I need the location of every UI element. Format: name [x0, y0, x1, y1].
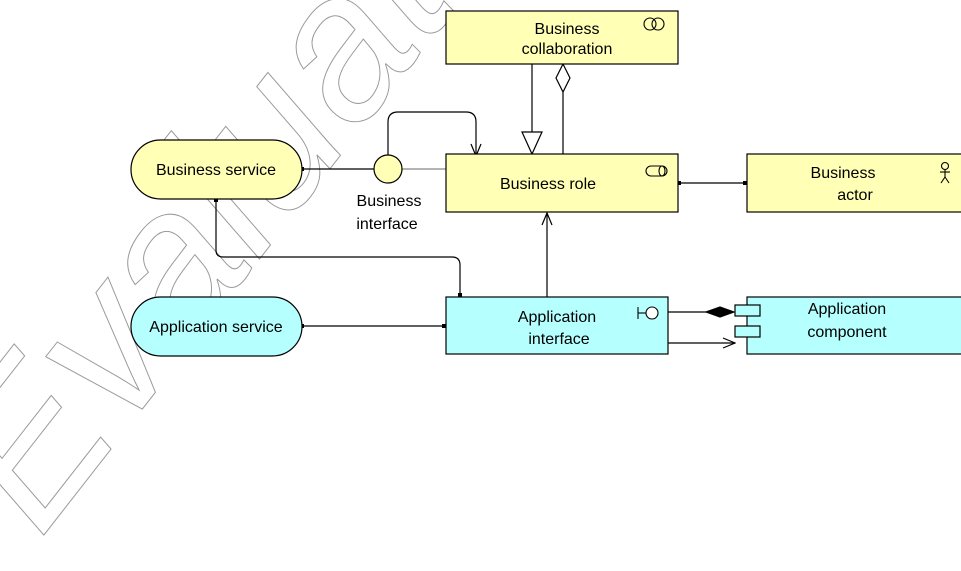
connector-endpoint	[442, 324, 446, 328]
application-interface-label-1: Application	[518, 309, 596, 326]
specialization-triangle	[521, 131, 543, 156]
application-component-label-1: Application	[808, 301, 886, 318]
business-actor-label-2: actor	[837, 187, 873, 204]
application-interface-label-2: interface	[528, 331, 589, 348]
business-actor-node[interactable]: Business actor	[746, 153, 961, 213]
business-role-node[interactable]: Business role	[445, 153, 679, 213]
application-component-label-2: component	[807, 324, 887, 341]
business-collaboration-node[interactable]: Business collaboration	[445, 10, 679, 65]
connector-interface-assigned-role[interactable]	[387, 111, 476, 156]
business-interface-label-2: interface	[356, 216, 417, 233]
application-service-node[interactable]: Application service	[130, 296, 303, 357]
business-interface-label-1: Business	[357, 193, 422, 210]
connector-endpoint	[743, 181, 747, 185]
connector-endpoint	[458, 293, 462, 297]
actor-icon	[940, 161, 950, 184]
connector-endpoint	[214, 198, 218, 202]
application-component-node[interactable]: Application component	[734, 296, 961, 355]
business-service-node[interactable]: Business service	[130, 139, 303, 200]
component-tab-top	[734, 304, 761, 317]
application-interface-node[interactable]: Application interface	[445, 296, 669, 355]
interface-icon	[637, 306, 659, 320]
connector-service-appinterface[interactable]	[215, 200, 461, 297]
connectors	[214, 62, 747, 343]
composition-diamond	[704, 306, 736, 318]
collaboration-icon	[643, 17, 665, 31]
business-interface-node[interactable]: Business interface	[356, 154, 422, 233]
business-collaboration-label-1: Business	[535, 21, 600, 38]
business-service-label: Business service	[156, 162, 276, 179]
connector-endpoint	[677, 181, 681, 185]
application-service-label: Application service	[149, 319, 283, 336]
component-tab-bottom	[734, 325, 761, 338]
business-actor-label-1: Business	[811, 165, 876, 182]
business-role-label: Business role	[500, 176, 596, 193]
role-icon	[645, 165, 668, 177]
aggregation-diamond	[555, 62, 571, 94]
business-collaboration-label-2: collaboration	[522, 41, 613, 58]
